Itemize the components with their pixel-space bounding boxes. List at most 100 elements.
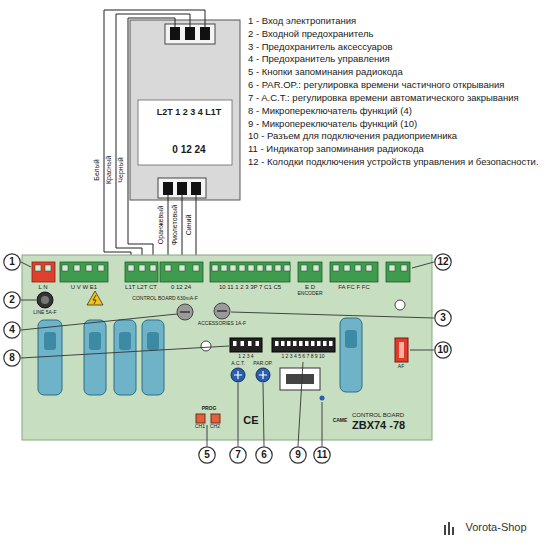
terminal-screw [193, 265, 199, 271]
trimmers [231, 368, 245, 382]
relay-cores [44, 332, 56, 350]
callout-circle: 12 [434, 253, 452, 271]
terminal-screw [275, 265, 281, 271]
terminal-blocks [160, 262, 203, 282]
callout-number: 8 [3, 352, 21, 363]
prog-buttons [196, 414, 220, 423]
radio-connector [399, 342, 404, 358]
terminal-blocks [125, 262, 158, 282]
transformer [191, 182, 201, 195]
board-label: L N [38, 284, 47, 291]
board-label: U V W E1 [71, 284, 97, 291]
trimmers [231, 368, 270, 382]
leader-lines [21, 262, 434, 446]
terminal-blocks [210, 262, 290, 282]
trimmers [234, 371, 242, 379]
relays [114, 320, 136, 395]
chip [286, 374, 314, 384]
wire-color: Белый [93, 159, 101, 180]
fuses [214, 303, 230, 319]
key-entry: 5 - Кнопки запоминания радиокода [248, 66, 546, 79]
relays [38, 318, 362, 395]
wire-color: Фиолетовый [171, 205, 179, 245]
relays [142, 320, 164, 395]
callout-circle: 10 [434, 341, 452, 359]
leader-lines [21, 300, 36, 301]
board-label: CH1 [195, 424, 205, 430]
terminal-screw [248, 265, 254, 271]
callout-circle: 4 [3, 321, 21, 339]
mounting-holes [201, 341, 211, 351]
transformer [185, 27, 195, 40]
board-label: 1 2 3 4 5 6 7 8 9 10 [281, 354, 324, 360]
callout-ring [435, 310, 451, 326]
key-entry: 4 - Предохранитель управления [248, 53, 546, 66]
terminal-screw [389, 265, 395, 271]
callout-circle: 8 [3, 349, 21, 367]
dip-lever [233, 341, 237, 346]
board-label: E D [305, 284, 315, 291]
board-label: FA FC F FC [338, 284, 370, 291]
mounting-holes [395, 300, 405, 310]
key-list: 1 - Вход электропитания2 - Входной предо… [248, 15, 546, 169]
wires [182, 195, 183, 262]
callout-circle: 1 [3, 253, 21, 271]
terminal-screw [266, 265, 272, 271]
wires [196, 195, 197, 262]
led [320, 396, 325, 401]
terminal-screw [257, 265, 263, 271]
key-entry: 3 - Предохранитель аксессуаров [248, 41, 546, 54]
relay-cores [89, 332, 101, 350]
wire-color: Черный [117, 157, 125, 182]
trimmers [259, 371, 267, 379]
terminal-screw [35, 265, 41, 271]
terminal-screw [355, 265, 361, 271]
terminal-screw [221, 265, 227, 271]
transformer [177, 182, 187, 195]
terminal-screw [239, 265, 245, 271]
leader-lines [410, 350, 434, 351]
terminal-blocks [386, 262, 410, 282]
board-label: CH2 [210, 424, 220, 430]
callout-number: 11 [313, 449, 331, 460]
callout-number: 4 [3, 324, 21, 335]
wires [116, 14, 190, 262]
dip-levers [233, 341, 333, 346]
callout-circle: 6 [255, 446, 273, 464]
dip-lever [293, 341, 297, 346]
chip [280, 368, 320, 390]
board-label: CE [243, 414, 258, 426]
dip-lever [287, 341, 291, 346]
wires [128, 18, 175, 262]
board-label: CAME [333, 418, 348, 424]
watermark-icon [448, 522, 450, 535]
callout-ring [290, 447, 306, 463]
terminal-blocks [298, 262, 322, 282]
callout-number: 7 [229, 449, 247, 460]
board-label: A.C.T. [231, 361, 245, 367]
terminal-screw [284, 265, 290, 271]
radio-connector [395, 338, 408, 362]
callout-circle: 9 [289, 446, 307, 464]
terminal-screw [212, 265, 218, 271]
leader-lines [207, 425, 208, 446]
terminal-screw [45, 265, 51, 271]
dip-switches [272, 338, 335, 352]
board-label: 10 11 1 2 3 3P 7 C1 C5 [219, 284, 281, 291]
wire-color: Синий [185, 215, 193, 236]
wires [104, 10, 205, 262]
terminal-screw [333, 265, 339, 271]
watermark-icon [452, 527, 454, 535]
callout-circle: 5 [198, 446, 216, 464]
relay-cores [345, 330, 357, 348]
dip-lever [317, 341, 321, 346]
leader-lines [21, 262, 31, 267]
prog-buttons [211, 414, 220, 423]
relays [84, 320, 106, 395]
callout-number: 9 [289, 449, 307, 460]
pcb [22, 255, 432, 440]
relays [38, 320, 62, 395]
prog-buttons [196, 414, 205, 423]
leader-lines [238, 383, 239, 446]
callout-number: 1 [3, 256, 21, 267]
